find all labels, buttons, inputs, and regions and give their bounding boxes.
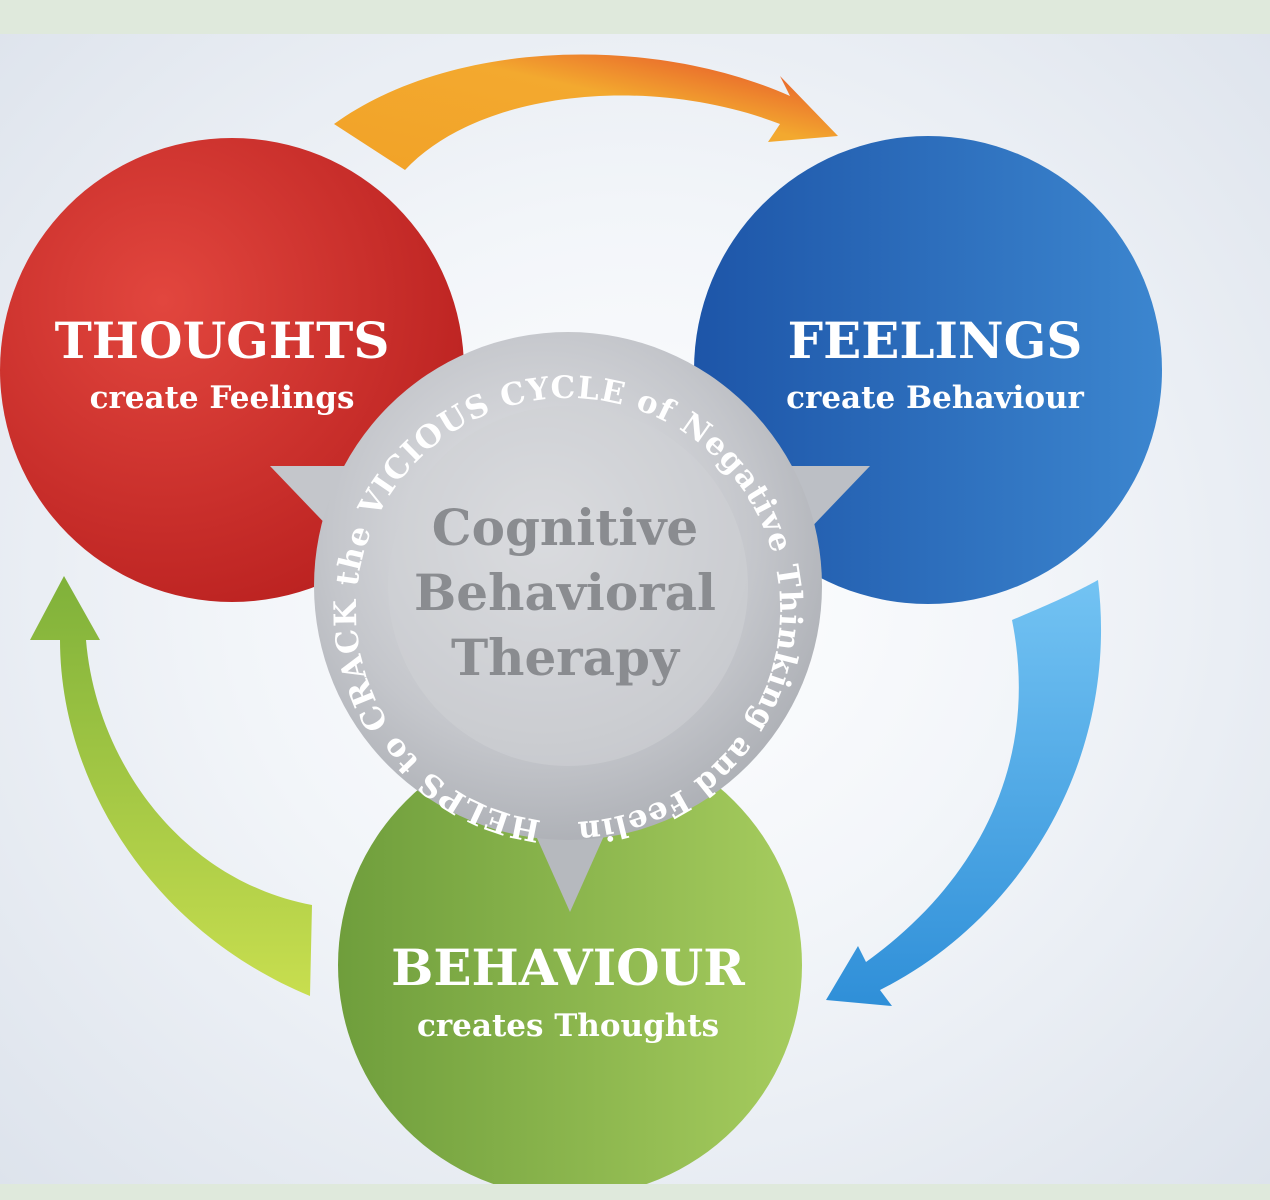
arrow-feelings-to-behaviour [826,580,1102,1006]
behaviour-title: BEHAVIOUR [391,938,745,997]
behaviour-subtitle: creates Thoughts [417,1008,719,1044]
feelings-title: FEELINGS [788,311,1083,370]
top-border [0,0,1270,34]
thoughts-title: THOUGHTS [55,311,390,370]
behaviour-circle [338,733,802,1197]
behaviour-node: BEHAVIOUR creates Thoughts [338,733,802,1197]
bottom-border [0,1184,1270,1200]
thoughts-subtitle: create Feelings [90,380,355,416]
arrow-behaviour-to-thoughts [30,576,312,996]
center-title-line-2: Behavioral [414,563,716,622]
center-title-line-1: Cognitive [432,498,698,557]
center-title-line-3: Therapy [451,628,681,687]
arrow-thoughts-to-feelings [334,54,838,170]
center-inner-disc [388,406,748,766]
feelings-subtitle: create Behaviour [786,380,1084,416]
